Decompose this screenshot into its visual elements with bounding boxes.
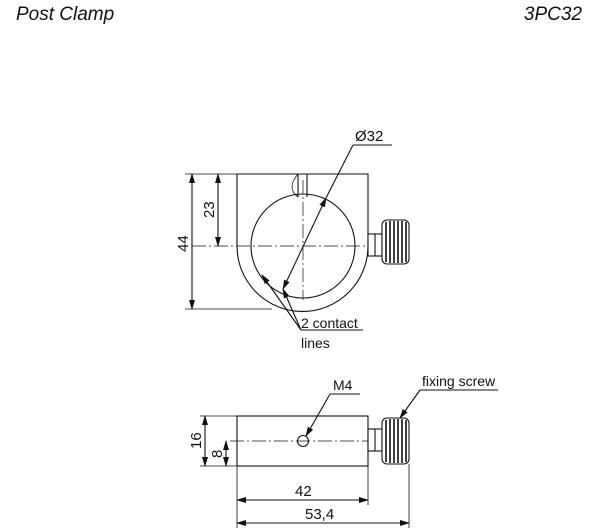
length-label: 42 xyxy=(295,483,312,500)
contact-label-line1: 2 contact xyxy=(301,315,358,331)
part-number: 3PC32 xyxy=(523,4,582,25)
screw-leader xyxy=(399,389,421,419)
side-height-label: 16 xyxy=(188,432,205,449)
m4-leader xyxy=(305,393,331,437)
hidden-thread xyxy=(291,173,299,198)
m4-hole xyxy=(296,434,310,448)
contact-leader-1 xyxy=(261,274,302,331)
drawing-title: Post Clamp xyxy=(16,4,115,25)
m4-label: M4 xyxy=(333,377,353,393)
diameter-label: Ø32 xyxy=(355,128,383,145)
contact-leader-2 xyxy=(282,288,302,331)
diameter-dimension-line xyxy=(282,197,327,290)
center-height-label: 23 xyxy=(201,201,218,218)
hole-height-label: 8 xyxy=(209,450,226,458)
clamp-body-outline xyxy=(236,173,369,312)
height-label: 44 xyxy=(175,235,192,252)
screw-knurl xyxy=(385,221,407,263)
side-view xyxy=(200,389,498,528)
side-screw-knurl xyxy=(385,419,407,463)
diameter-leader xyxy=(325,144,354,199)
total-length-label: 53,4 xyxy=(305,506,334,523)
contact-label-line2: lines xyxy=(301,335,330,351)
top-view xyxy=(185,144,410,331)
screw-label: fixing screw xyxy=(422,373,496,389)
